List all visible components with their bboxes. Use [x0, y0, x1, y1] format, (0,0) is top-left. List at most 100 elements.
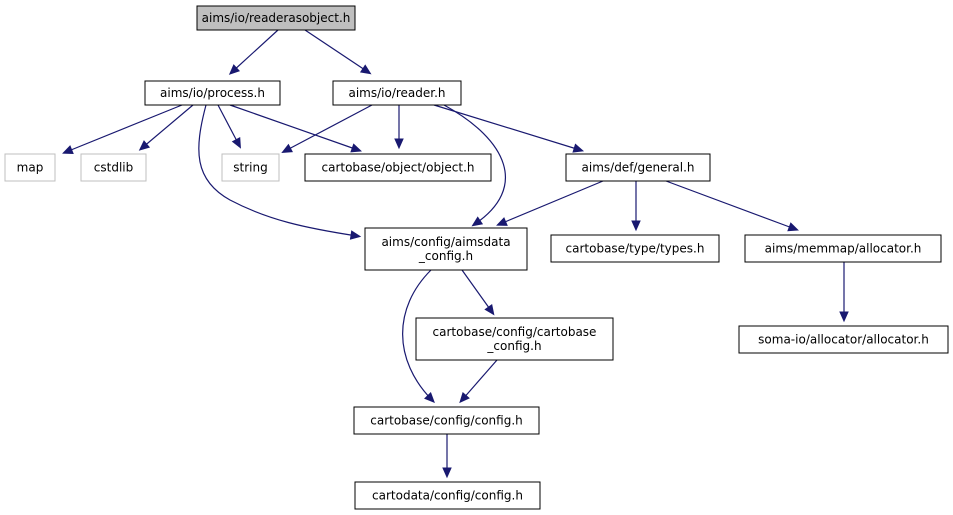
edge-line — [229, 104, 359, 151]
node-cartobase-config-h[interactable]: cartobase/config/config.h — [353, 406, 540, 435]
arrowhead-icon — [484, 303, 495, 316]
edge-reader-to-aimsdata_config — [443, 104, 506, 227]
node-label: cartobase/type/types.h — [566, 242, 705, 256]
edge-process-to-object — [229, 104, 362, 153]
node-box — [565, 153, 711, 182]
node-box — [744, 234, 942, 263]
edges-layer — [62, 29, 849, 479]
edge-line — [141, 104, 194, 149]
node-box — [80, 153, 147, 182]
node-label: cstdlib — [94, 161, 133, 175]
edge-memmap_allocator-to-soma_allocator — [839, 262, 849, 323]
edge-line — [461, 359, 498, 401]
edge-process-to-string — [217, 104, 241, 149]
node-aimsdata-config[interactable]: aims/config/aimsdata_config.h — [364, 227, 528, 271]
node-box — [364, 227, 528, 271]
arrowhead-icon — [228, 64, 241, 75]
node-box — [304, 153, 492, 182]
edge-line — [402, 269, 433, 401]
edge-line — [217, 104, 240, 146]
arrowhead-icon — [459, 391, 470, 404]
node-memmap-allocator[interactable]: aims/memmap/allocator.h — [744, 234, 942, 263]
node-label: _config.h — [486, 339, 541, 353]
edge-aimsdata_config-to-cartobase_config_h — [402, 269, 435, 404]
edge-process-to-aimsdata_config — [198, 104, 362, 240]
node-box — [196, 5, 356, 31]
node-general[interactable]: aims/def/general.h — [565, 153, 711, 182]
node-reader[interactable]: aims/io/reader.h — [332, 80, 462, 106]
arrowhead-icon — [839, 311, 849, 323]
node-cartodata-config-h[interactable]: cartodata/config/config.h — [354, 481, 541, 510]
node-label: cartobase/config/config.h — [370, 414, 522, 428]
node-soma-allocator[interactable]: soma-io/allocator/allocator.h — [738, 325, 949, 354]
edge-process-to-cstdlib — [138, 104, 194, 151]
arrowhead-icon — [231, 137, 241, 149]
node-label: _config.h — [418, 249, 473, 263]
arrowhead-icon — [471, 216, 484, 227]
edge-cartobase_config_h-to-cartodata_config_h — [442, 434, 452, 479]
edge-line — [284, 104, 373, 152]
edge-reader-to-string — [281, 104, 373, 153]
edge-cartobase_config-to-cartobase_config_h — [459, 359, 498, 404]
arrowhead-icon — [496, 217, 508, 226]
edge-line — [665, 180, 796, 230]
node-label: map — [17, 161, 44, 175]
edge-line — [231, 29, 279, 73]
node-label: aims/io/process.h — [160, 86, 265, 100]
node-label: soma-io/allocator/allocator.h — [758, 333, 929, 347]
arrowhead-icon — [138, 140, 151, 151]
edge-general-to-aimsdata_config — [496, 180, 604, 226]
edge-process-to-map — [62, 104, 183, 154]
node-label: cartodata/config/config.h — [372, 489, 523, 503]
node-label: string — [233, 161, 267, 175]
edge-general-to-types — [631, 181, 641, 232]
arrowhead-icon — [281, 143, 293, 153]
arrowhead-icon — [394, 138, 404, 150]
node-box — [354, 481, 541, 510]
edge-aimsdata_config-to-cartobase_config — [461, 269, 495, 316]
arrowhead-icon — [424, 392, 435, 404]
node-box — [4, 153, 56, 182]
node-map: map — [4, 153, 56, 182]
edge-line — [443, 104, 506, 225]
node-types[interactable]: cartobase/type/types.h — [550, 234, 720, 263]
arrowhead-icon — [631, 220, 641, 232]
node-box — [221, 153, 280, 182]
node-label: aims/io/readerasobject.h — [202, 11, 351, 25]
node-label: aims/io/reader.h — [348, 86, 445, 100]
node-label: aims/memmap/allocator.h — [765, 242, 922, 256]
node-box — [332, 80, 462, 106]
node-cstdlib: cstdlib — [80, 153, 147, 182]
arrowhead-icon — [62, 145, 74, 154]
node-label: cartobase/config/cartobase — [433, 325, 597, 339]
edge-line — [304, 29, 369, 73]
edge-line — [499, 180, 604, 225]
arrowhead-icon — [359, 64, 372, 75]
arrowhead-icon — [350, 143, 362, 153]
node-label: cartobase/object/object.h — [322, 161, 475, 175]
arrowhead-icon — [349, 230, 362, 240]
node-object[interactable]: cartobase/object/object.h — [304, 153, 492, 182]
edge-general-to-memmap_allocator — [665, 180, 799, 232]
edge-line — [65, 104, 183, 153]
node-box — [738, 325, 949, 354]
arrowhead-icon — [572, 143, 585, 153]
node-process[interactable]: aims/io/process.h — [144, 80, 281, 106]
arrowhead-icon — [442, 467, 452, 479]
edge-line — [461, 269, 493, 313]
edge-reader-to-object — [394, 105, 404, 150]
nodes-layer: aims/io/readerasobject.h aims/io/process.… — [4, 5, 949, 510]
node-box — [144, 80, 281, 106]
node-box — [415, 317, 614, 361]
edge-line — [198, 104, 358, 237]
node-cartobase-config[interactable]: cartobase/config/cartobase_config.h — [415, 317, 614, 361]
edge-reader-to-general — [433, 104, 585, 153]
edge-readerasobject-to-reader — [304, 29, 372, 75]
node-label: aims/def/general.h — [582, 161, 695, 175]
node-label: aims/config/aimsdata — [381, 235, 510, 249]
node-box — [550, 234, 720, 263]
node-readerasobject[interactable]: aims/io/readerasobject.h — [196, 5, 356, 31]
node-box — [353, 406, 540, 435]
edge-readerasobject-to-process — [228, 29, 279, 75]
